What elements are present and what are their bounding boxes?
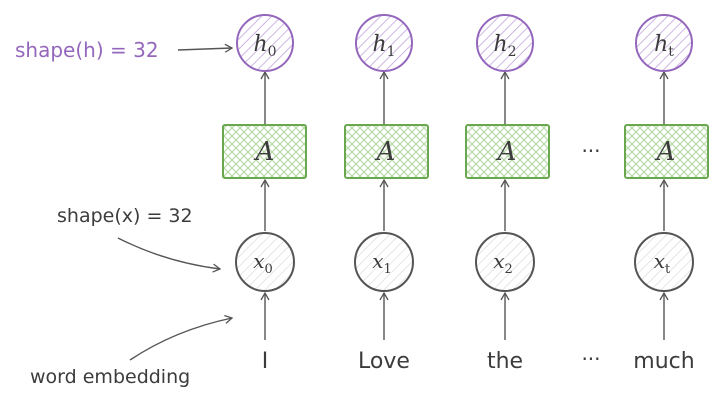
annotation-word-embedding: word embedding	[30, 314, 234, 388]
hidden-state-subscript: 2	[508, 44, 517, 60]
input-label: x	[253, 249, 264, 273]
rnn-cell-0: A	[222, 124, 307, 179]
input-subscript: 0	[265, 262, 273, 277]
input-word-0: I	[262, 349, 269, 374]
svg-text:h1: h1	[372, 32, 395, 60]
input-word-2: the	[487, 349, 523, 374]
rnn-cell-label: A	[254, 137, 275, 167]
shape-h-arrow	[177, 43, 234, 53]
rnn-cell-label: A	[496, 137, 517, 167]
hidden-state-node-1: h1	[355, 14, 413, 72]
rnn-cell-label: A	[375, 137, 396, 167]
input-node-0: x0	[235, 232, 295, 292]
svg-text:x0: x0	[253, 249, 273, 277]
input-subscript: 2	[505, 262, 513, 277]
input-subscript: 1	[384, 262, 392, 277]
rnn-cell-2: A	[465, 124, 550, 179]
column-2: h2 A x2 the	[465, 14, 550, 374]
hidden-state-node-2: h2	[476, 14, 534, 72]
input-node-1: x1	[354, 232, 414, 292]
hidden-state-label: h	[372, 32, 386, 57]
rnn-cell-label: A	[655, 137, 676, 167]
input-label: x	[493, 249, 504, 273]
column-1: h1 A x1 Love	[344, 14, 429, 374]
ellipsis-words: ···	[581, 347, 600, 371]
input-word-3: much	[633, 349, 694, 374]
input-label: x	[372, 249, 383, 273]
ellipsis-cells: ···	[581, 139, 600, 163]
shape-x-arrow	[117, 237, 222, 273]
hidden-state-label: h	[253, 32, 267, 57]
input-label: x	[654, 249, 665, 273]
input-node-2: x2	[475, 232, 535, 292]
svg-text:x2: x2	[493, 249, 513, 277]
hidden-state-label: h	[654, 32, 668, 57]
input-subscript: t	[665, 262, 671, 277]
hidden-state-subscript: 1	[387, 44, 396, 60]
shape-x-label: shape(x) = 32	[57, 205, 193, 227]
column-3: ht A xt much	[624, 14, 709, 374]
svg-text:h2: h2	[493, 32, 516, 60]
hidden-state-subscript: t	[668, 44, 674, 60]
column-0: h0 A x0 I	[222, 14, 307, 374]
annotation-shape-h: shape(h) = 32	[15, 38, 234, 62]
hidden-state-label: h	[493, 32, 507, 57]
shape-h-label: shape(h) = 32	[15, 38, 159, 62]
input-node-3: xt	[634, 232, 694, 292]
svg-text:xt: xt	[654, 249, 671, 277]
svg-text:ht: ht	[654, 32, 674, 60]
rnn-cell-3: A	[624, 124, 709, 179]
rnn-cell-1: A	[344, 124, 429, 179]
svg-text:h0: h0	[253, 32, 276, 60]
hidden-state-subscript: 0	[268, 44, 277, 60]
svg-text:x1: x1	[372, 249, 392, 277]
input-word-1: Love	[358, 349, 410, 374]
annotation-shape-x: shape(x) = 32	[57, 205, 222, 273]
hidden-state-node-0: h0	[236, 14, 294, 72]
hidden-state-node-3: ht	[635, 14, 693, 72]
word-embedding-arrow	[129, 314, 234, 361]
word-embedding-label: word embedding	[30, 366, 190, 388]
